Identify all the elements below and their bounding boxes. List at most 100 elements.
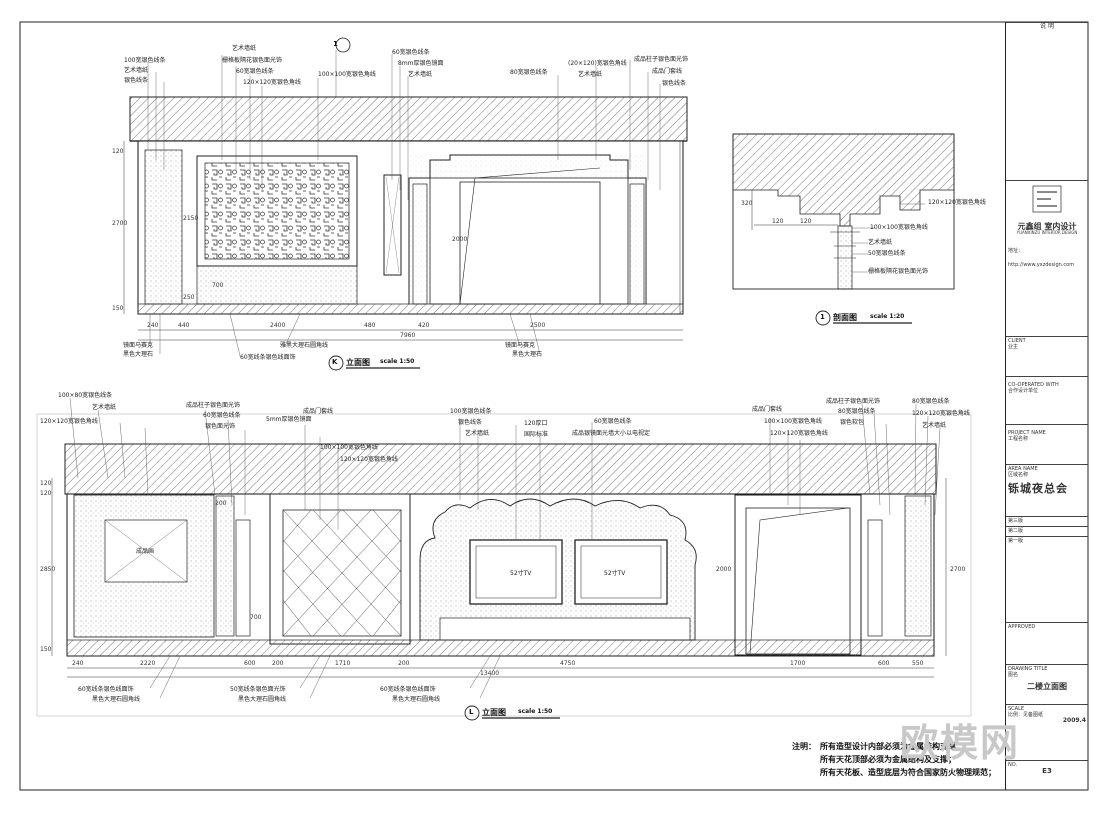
k-dim-side-6: 150 (112, 305, 124, 312)
l-dim-side-1: 120 (40, 490, 52, 497)
notes-line-2: 所有天花板、造型底层为符合国家防火物理规范； (820, 768, 996, 777)
l-decor-label: 成品画 (136, 548, 155, 555)
l-callout-21: 80宽银色线条 (838, 408, 876, 415)
tb-company-sub: YUANXINZU INTERIOR DESIGN (1016, 230, 1078, 235)
l-callout-9: 120×120宽银色角线 (340, 456, 398, 463)
s1-title-label: 剖面图 (833, 313, 857, 322)
l-callout-4: 60宽银色线条 (203, 412, 241, 419)
l-dim-8: 600 (878, 660, 890, 667)
l-callout-bottom-4: 60宽线条银色线面饰 (380, 686, 436, 693)
tb-scale: SCALE 比例：见备图纸 2009.4 (1006, 704, 1088, 734)
notes-lead: 注明： (792, 742, 816, 751)
l-callout-17: 成品门套线 (752, 406, 783, 413)
k-dim-2: 2400 (270, 322, 286, 329)
l-dim-0: 240 (72, 660, 84, 667)
l-callout-24: 120×120宽银色角线 (912, 410, 970, 417)
k-callout-1: 艺术墙纸 (124, 67, 149, 74)
l-callout-22: 银色软包 (840, 419, 865, 426)
tb-number-label: NO. (1008, 762, 1018, 768)
k-callout-bottom-2: 雅黑大理石圆角线 (280, 342, 329, 349)
l-dim-side-0: 120 (40, 480, 52, 487)
l-callout-13: 120厚口 (524, 420, 548, 427)
tb-coop-label: CO-OPERATED WITH (1008, 382, 1059, 388)
watermark: 欧模网 (900, 721, 1021, 765)
l-callout-0: 100×80宽银色线条 (58, 392, 113, 399)
tb-drawing-title-sub: 图名 (1008, 672, 1019, 678)
tb-drawing-title-label: DRAWING TITLE (1008, 666, 1048, 672)
k-callout-10: 8mm厚银色镜面 (398, 60, 444, 67)
k-callout-6: 60宽银色线条 (236, 68, 274, 75)
s1-title-symbol: 1 (820, 313, 825, 321)
l-callout-14: 国际标准 (524, 431, 549, 438)
l-callout-20: 成品柱子银色面光饰 (826, 398, 881, 405)
k-callout-12: 80宽银色线条 (510, 69, 548, 76)
l-callout-7: 成品门套线 (303, 408, 334, 415)
tb-coop: CO-OPERATED WITH 合作设计单位 (1006, 376, 1088, 424)
l-callout-bottom-2: 50宽线条银色面光饰 (230, 686, 286, 693)
tb-company: 元鑫组 室内设计 YUANXINZU INTERIOR DESIGN 地址： h… (1006, 180, 1088, 290)
s1-callout-4: 栅格板隔花银色面光饰 (868, 268, 929, 275)
s1-dim-2: 320 (741, 200, 753, 207)
l-dim-3: 200 (272, 660, 284, 667)
s1-title-scale: scale 1:20 (870, 313, 905, 320)
l-callout-25: 艺术墙纸 (922, 422, 947, 429)
l-dim-9: 550 (912, 660, 924, 667)
s1-callout-0: 120×120宽银色角线 (928, 199, 986, 206)
k-dim-3: 480 (364, 322, 376, 329)
l-callout-19: 120×120宽银色角线 (770, 430, 828, 437)
tb-area: AREA NAME 区域名称 铄城夜总会 (1006, 464, 1088, 512)
k-title-symbol: K (332, 358, 338, 366)
l-callout-23: 80宽银色线条 (912, 398, 950, 405)
k-callout-7: 120×120宽银色角线 (243, 79, 301, 86)
l-callout-18: 100×100宽银色角线 (764, 418, 822, 425)
k-callout-bottom-0: 镜面马赛克 (123, 342, 154, 349)
k-dim-side-1: 2700 (112, 220, 128, 227)
k-callout-bottom-3: 60宽线条银色线面饰 (240, 354, 296, 361)
notes-line-1: 所有天花顶部必须为金属结构及支撑； (820, 755, 956, 764)
k-callout-5: 栅格板隔花银色面光饰 (222, 57, 283, 64)
l-callout-bottom-5: 黑色大理石圆角线 (392, 696, 441, 703)
tb-drawing-title: DRAWING TITLE 图名 二楼立面图 (1006, 664, 1088, 704)
l-tv-label-0: 52寸TV (510, 570, 532, 577)
l-tv-label-1: 52寸TV (604, 570, 626, 577)
tb-sheet: NO. E3 (1006, 760, 1088, 790)
k-dim-0: 240 (147, 322, 159, 329)
tb-remarks: 说 明 (1006, 22, 1088, 130)
tb-rev-0: 第三版 (1006, 516, 1088, 526)
tb-project-label: PROJECT NAME (1008, 430, 1046, 436)
tb-date: 2009.4 (1062, 717, 1086, 724)
tb-website: http://www.yxzdesign.com (1008, 262, 1075, 268)
tb-area-label: AREA NAME (1008, 466, 1038, 472)
l-dim-2: 600 (244, 660, 256, 667)
k-callout-16: 成品门套线 (652, 68, 683, 75)
s1-dim-1: 120 (800, 218, 812, 225)
l-dim-total: 13400 (480, 670, 500, 677)
k-dim-1: 440 (178, 322, 190, 329)
s1-dim-0: 120 (772, 218, 784, 225)
l-callout-16: 成品银镜面光墙大小以电视定 (572, 430, 651, 437)
k-dim-total: 7960 (400, 332, 416, 339)
k-dim-side-3: 250 (183, 294, 195, 301)
section-1 (732, 133, 955, 326)
k-dim-side-2: 2150 (183, 215, 199, 222)
k-callout-8: 100×100宽银色角线 (318, 71, 376, 78)
tb-coop-value: 合作设计单位 (1008, 388, 1039, 394)
k-callout-bottom-4: 镜面马赛克 (505, 342, 536, 349)
tb-scale-label: SCALE (1008, 706, 1025, 712)
l-callout-6: 5mm厚银色镜面 (266, 416, 312, 423)
l-dim-side-2: 2850 (40, 566, 56, 573)
tb-address: 地址： (1008, 248, 1024, 254)
k-callout-11: 艺术墙纸 (408, 71, 433, 78)
k-dim-side-5: 700 (212, 282, 224, 289)
k-dim-4: 420 (418, 322, 430, 329)
tb-scale-value: 比例：见备图纸 (1008, 712, 1044, 718)
tb-area-sub: 区域名称 (1008, 472, 1029, 478)
tb-project-name: 铄城夜总会 (1008, 482, 1068, 495)
l-dim-4: 1710 (335, 660, 351, 667)
l-dim-side-3: 2700 (950, 566, 966, 573)
l-dim-side-6: 2000 (716, 566, 732, 573)
l-callout-8: 100×100宽银色角线 (320, 444, 378, 451)
k-callout-2: 银色线条 (124, 77, 149, 84)
l-callout-bottom-1: 黑色大理石圆角线 (92, 696, 141, 703)
